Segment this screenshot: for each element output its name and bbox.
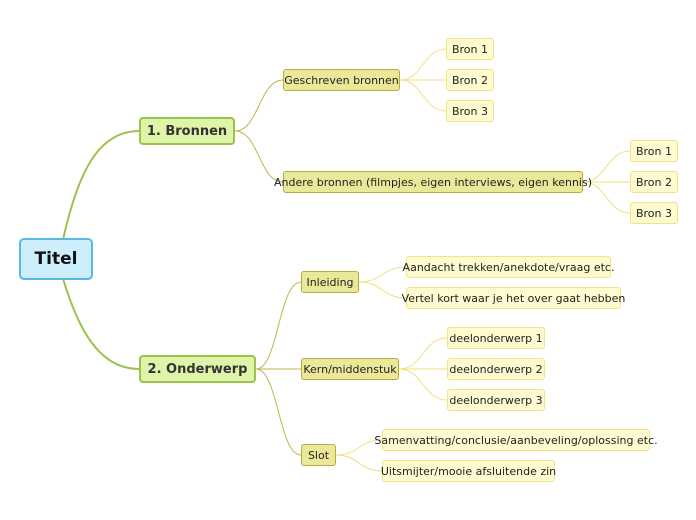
topic-deelonderwerp-2[interactable]: deelonderwerp 2 [447,358,545,380]
root-topic[interactable]: Titel [19,238,93,280]
topic-kern-middenstuk[interactable]: Kern/middenstuk [301,358,399,380]
topic-inleiding[interactable]: Inleiding [301,271,359,293]
topic-andere-bron-2[interactable]: Bron 2 [630,171,678,193]
connector-bronnen-andere [234,130,284,183]
topic-geschreven-bron-3[interactable]: Bron 3 [446,100,494,122]
connector-root-bronnen [62,130,140,239]
connector-andere-bron-1 [582,150,631,183]
connector-kern-deel-1 [398,337,448,370]
topic-bronnen[interactable]: 1. Bronnen [139,117,235,145]
topic-onderwerp[interactable]: 2. Onderwerp [139,355,256,383]
connector-andere-bron-3 [582,181,631,214]
connector-onderwerp-slot [255,368,302,456]
topic-geschreven-bronnen[interactable]: Geschreven bronnen [283,69,400,91]
connector-geschreven-bron-1 [399,48,447,81]
topic-aandacht-trekken[interactable]: Aandacht trekken/anekdote/vraag etc. [403,256,614,278]
topic-andere-bron-3[interactable]: Bron 3 [630,202,678,224]
topic-samenvatting[interactable]: Samenvatting/conclusie/aanbeveling/oplos… [374,429,658,451]
topic-slot[interactable]: Slot [301,444,336,466]
topic-vertel-kort[interactable]: Vertel kort waar je het over gaat hebben [402,287,625,309]
connector-inleiding-aandacht [358,266,407,283]
connector-onderwerp-inleiding [255,281,302,370]
connector-root-onderwerp [62,279,140,370]
connector-bronnen-geschreven [234,79,284,132]
connector-slot-uitsmijter [335,454,383,472]
topic-deelonderwerp-3[interactable]: deelonderwerp 3 [447,389,545,411]
connector-inleiding-vertel [358,281,407,299]
connector-geschreven-bron-3 [399,79,447,112]
connector-slot-samenvatting [335,439,383,456]
connector-kern-deel-3 [398,368,448,401]
topic-geschreven-bron-1[interactable]: Bron 1 [446,38,494,60]
topic-geschreven-bron-2[interactable]: Bron 2 [446,69,494,91]
topic-andere-bron-1[interactable]: Bron 1 [630,140,678,162]
topic-uitsmijter[interactable]: Uitsmijter/mooie afsluitende zin [381,460,556,482]
topic-deelonderwerp-1[interactable]: deelonderwerp 1 [447,327,545,349]
topic-andere-bronnen[interactable]: Andere bronnen (filmpjes, eigen intervie… [274,171,592,193]
